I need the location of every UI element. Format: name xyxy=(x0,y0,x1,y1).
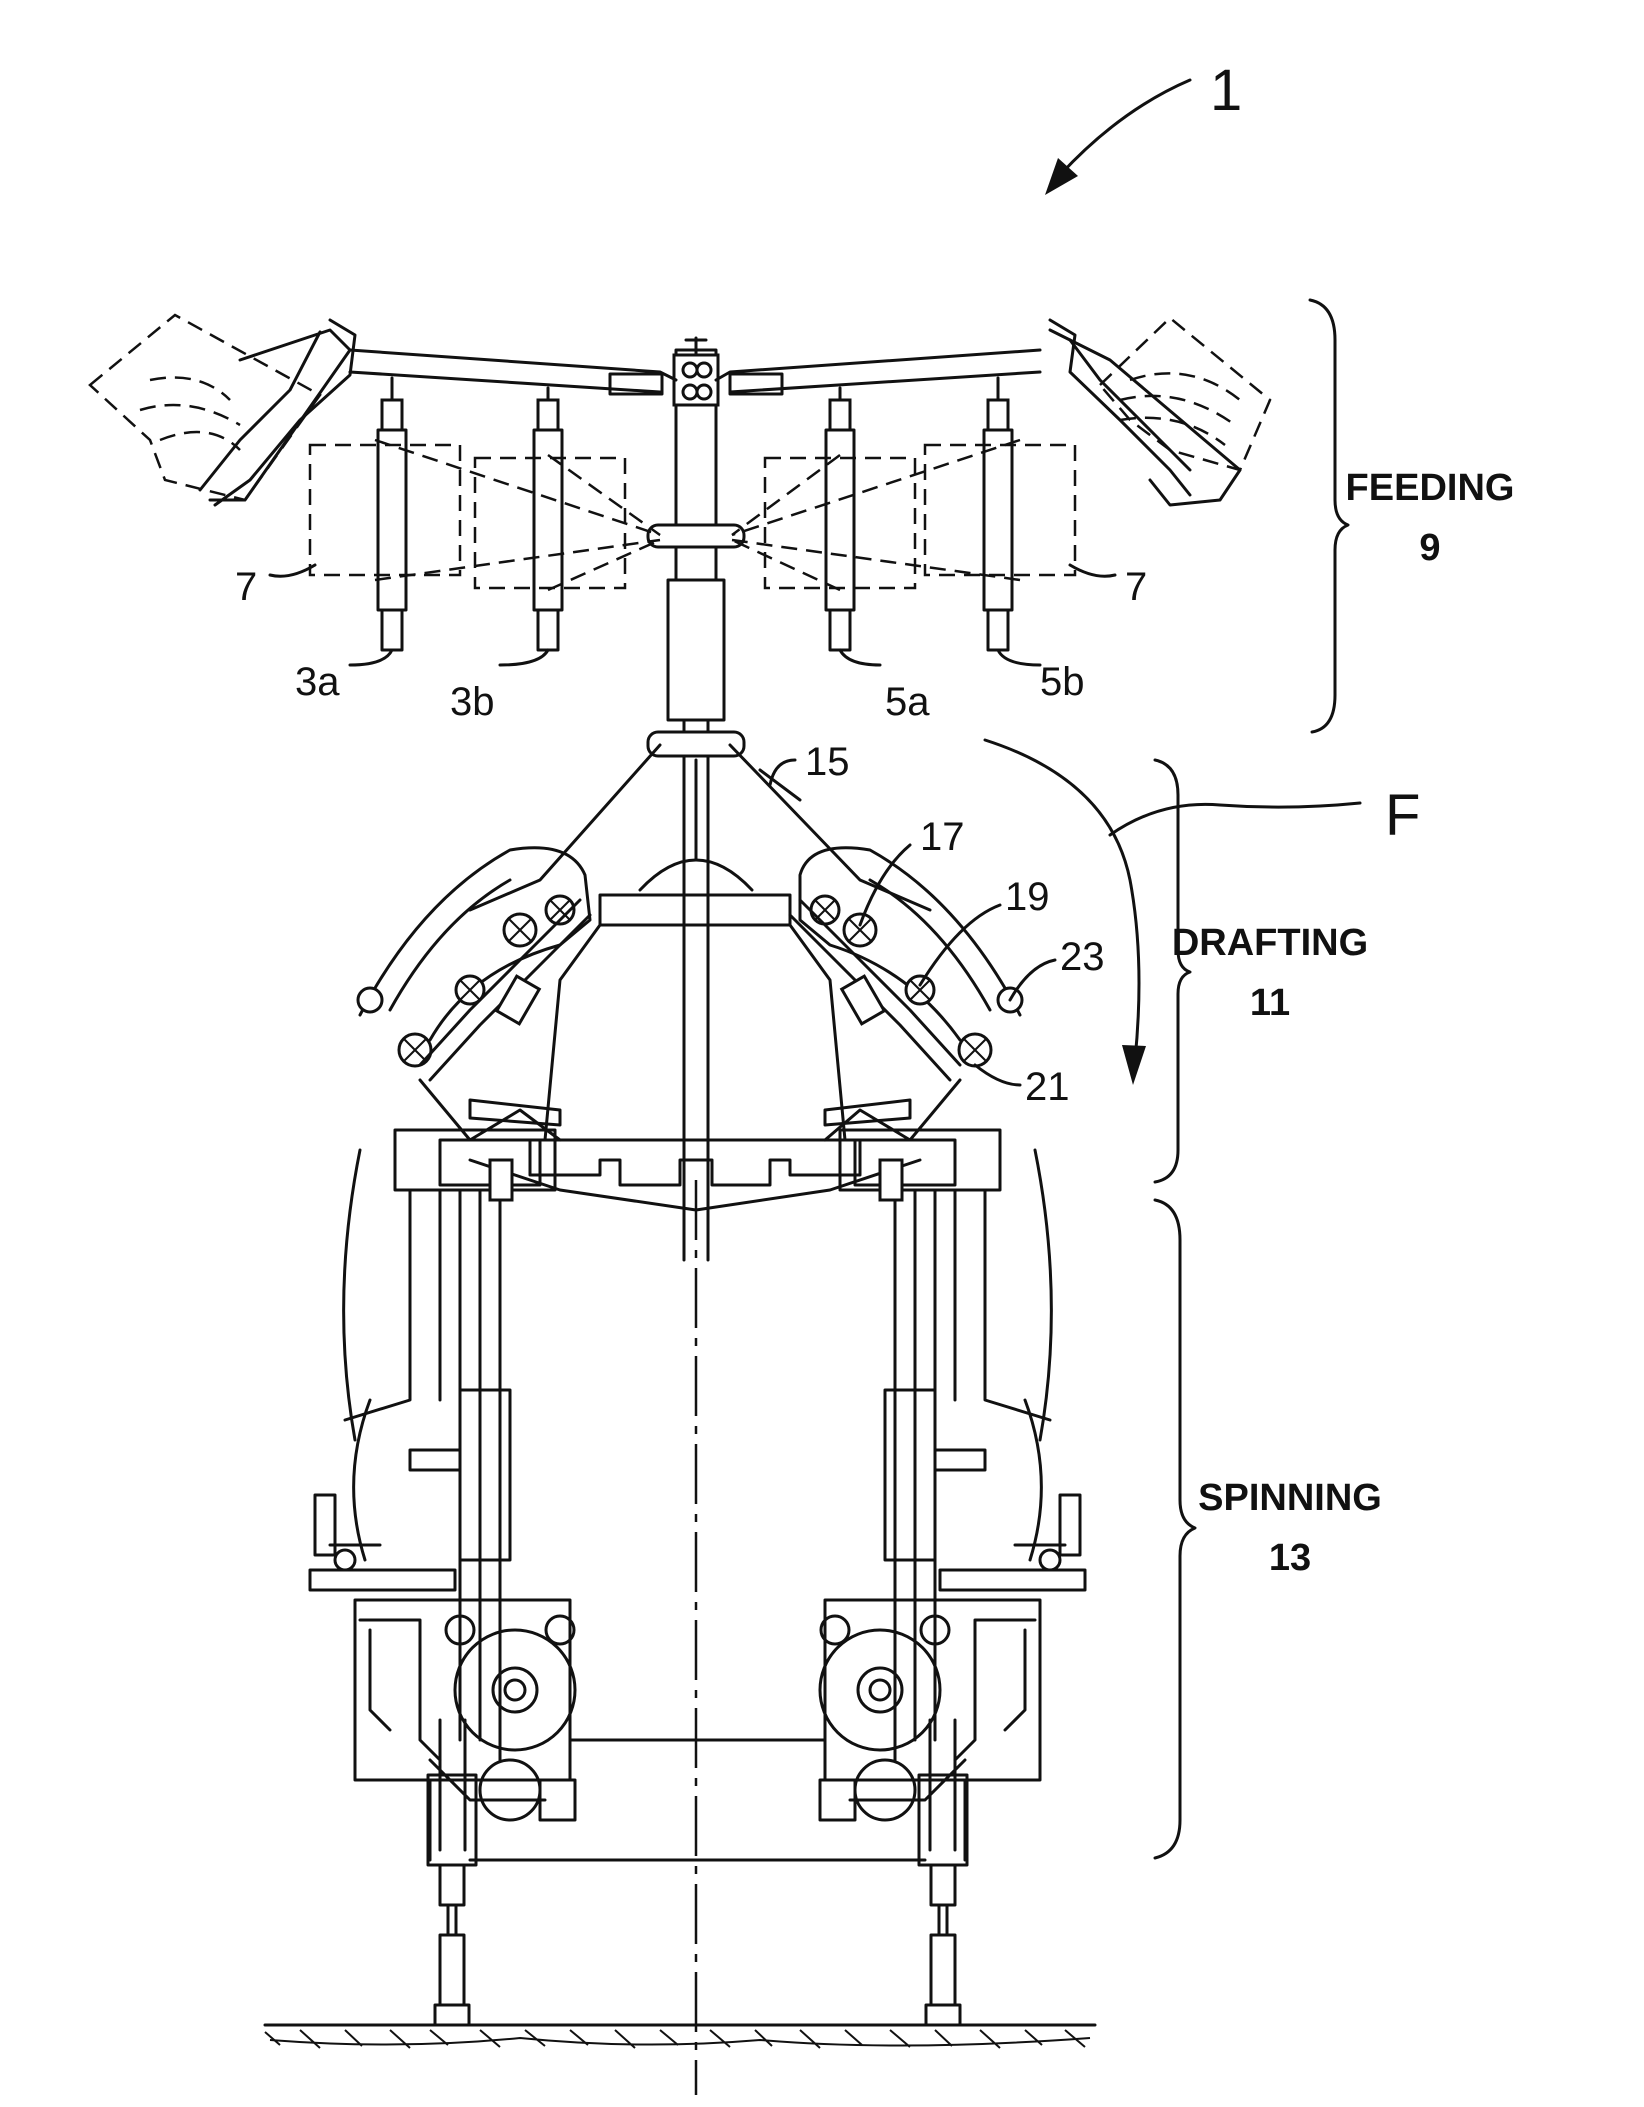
ref-label-5b: 5b xyxy=(1040,660,1085,704)
right-drafting-unit xyxy=(790,848,1022,1140)
right-spinning-frame xyxy=(820,1130,1085,2025)
leader-3b xyxy=(500,650,548,665)
frame-15 xyxy=(470,745,930,925)
section-drafting-label: DRAFTING xyxy=(1172,922,1368,964)
creel-cylinders xyxy=(378,378,1012,650)
flow-arrow-head xyxy=(1122,1045,1146,1085)
ref-label-21: 21 xyxy=(1025,1065,1070,1109)
flow-leader xyxy=(1110,803,1360,835)
section-spinning-label: SPINNING xyxy=(1198,1477,1382,1519)
creel-3a xyxy=(378,378,406,650)
flow-label: F xyxy=(1385,783,1420,848)
creel-3b xyxy=(534,388,562,650)
figure-lead-line xyxy=(1060,80,1190,175)
right-sliver-can xyxy=(1050,318,1270,505)
ref-label-7-right: 7 xyxy=(1125,565,1147,609)
leader-3a xyxy=(350,650,392,665)
brace-drafting xyxy=(1155,760,1190,1182)
leader-19 xyxy=(920,905,1000,985)
ref-label-3b: 3b xyxy=(450,680,495,724)
floor xyxy=(265,2025,1095,2048)
creel-5b xyxy=(984,378,1012,650)
brace-feeding xyxy=(1310,300,1348,732)
ref-label-5a: 5a xyxy=(885,680,930,724)
ref-label-3a: 3a xyxy=(295,660,340,704)
leader-17 xyxy=(860,845,910,925)
leader-5a xyxy=(840,650,880,665)
leader-21 xyxy=(975,1065,1020,1085)
leader-5b xyxy=(998,650,1040,665)
leader-7-left xyxy=(270,565,315,576)
figure-number-label: 1 xyxy=(1210,58,1242,123)
leader-7-right xyxy=(1070,565,1115,576)
section-feeding-number: 9 xyxy=(1419,527,1440,569)
dashed-packages xyxy=(310,440,1075,590)
figure-lead-arrowhead xyxy=(1045,158,1078,195)
section-spinning-number: 13 xyxy=(1269,1537,1311,1579)
section-feeding-label: FEEDING xyxy=(1346,467,1515,509)
ref-label-19: 19 xyxy=(1005,875,1050,919)
left-drafting-unit xyxy=(358,848,590,1140)
ref-label-7-left: 7 xyxy=(235,565,257,609)
creel-5a xyxy=(826,388,854,650)
ref-label-15: 15 xyxy=(805,740,850,784)
brace-spinning xyxy=(1155,1200,1195,1858)
section-drafting-number: 11 xyxy=(1250,982,1290,1024)
ref-label-23: 23 xyxy=(1060,935,1105,979)
ref-label-17: 17 xyxy=(920,815,965,859)
left-spinning-frame xyxy=(310,1130,575,2025)
